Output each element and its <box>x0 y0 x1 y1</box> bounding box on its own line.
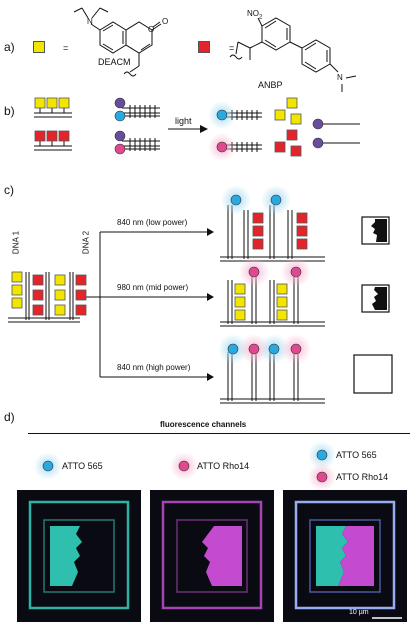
legend-combined-atto-rho14: ATTO Rho14 <box>336 472 389 482</box>
light-arrow-label: light <box>175 116 192 126</box>
micrograph-atto565 <box>17 490 141 622</box>
header-rule <box>28 433 410 434</box>
square-icon-high <box>353 354 393 394</box>
equals-sign-2: = <box>229 43 235 53</box>
legend-combined-atto565: ATTO 565 <box>336 450 377 460</box>
channels-header: fluorescence channels <box>160 420 247 429</box>
yellow-square-key <box>33 41 45 53</box>
panel-d-label: d) <box>4 410 15 424</box>
anbp-no2: NO2 <box>247 9 263 21</box>
deacm-amine-n: N <box>87 17 93 26</box>
arrow-840-high-label: 840 nm (high power) <box>117 363 191 372</box>
panel-a-label: a) <box>4 40 15 54</box>
deacm-ring-o: O <box>148 25 155 34</box>
equals-sign-1: = <box>63 43 69 53</box>
micrograph-overlay <box>283 490 407 622</box>
red-square-key <box>198 41 210 53</box>
anbp-label: ANBP <box>258 80 283 90</box>
silhouette-icon-mid <box>361 284 390 313</box>
arrow-980-mid-label: 980 nm (mid power) <box>117 283 189 292</box>
legend-atto-rho14: ATTO Rho14 <box>197 461 250 471</box>
silhouette-icon-low <box>361 216 390 245</box>
micrograph-atto-rho14 <box>150 490 274 622</box>
deacm-label: DEACM <box>98 57 131 67</box>
anbp-amine-n: N <box>337 73 343 82</box>
deacm-carbonyl-o: O <box>162 17 169 26</box>
panel-b-label: b) <box>4 104 15 118</box>
arrow-840-low-label: 840 nm (low power) <box>117 218 188 227</box>
legend-atto565: ATTO 565 <box>62 461 103 471</box>
panel-c-label: c) <box>4 183 14 197</box>
scale-bar-label: 10 µm <box>349 609 369 616</box>
